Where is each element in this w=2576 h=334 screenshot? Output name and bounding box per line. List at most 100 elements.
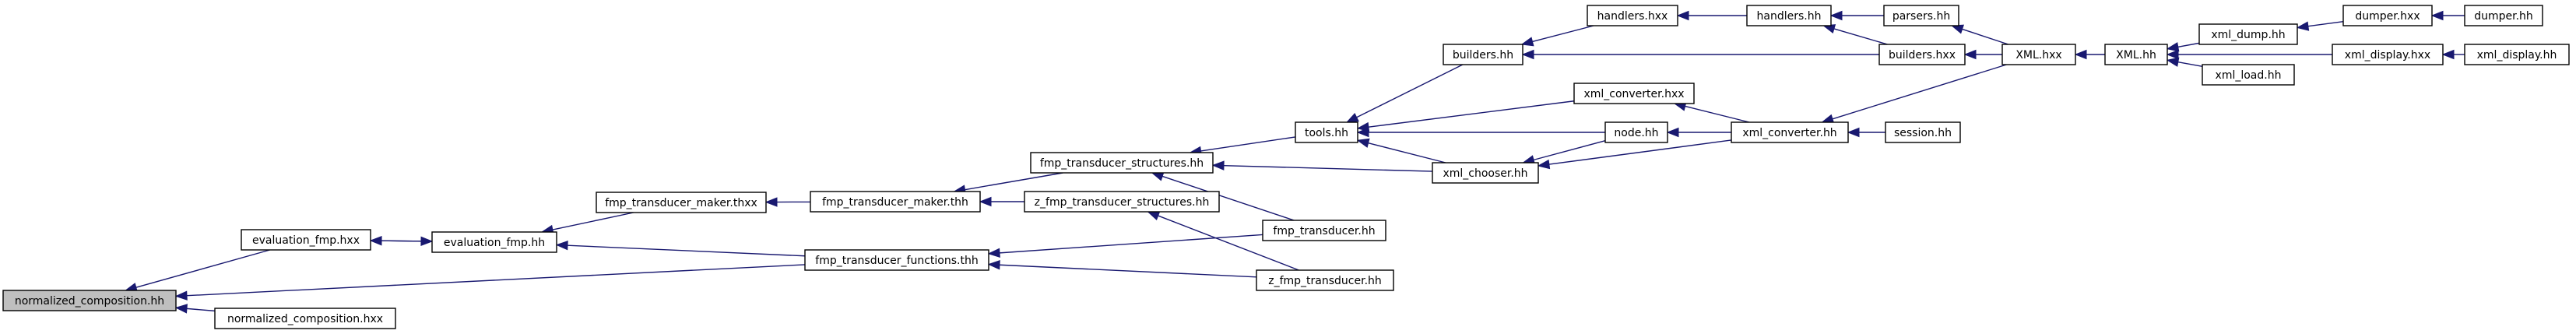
node-evaluation_fmp_hh[interactable]: evaluation_fmp.hh (431, 231, 557, 253)
edge-evaluation_fmp_hxx-to-normalized_composition_hh (135, 249, 270, 288)
edge-XML_hxx-to-parsers_hh (1962, 28, 2008, 45)
node-parsers_hh[interactable]: parsers.hh (1883, 5, 1959, 26)
node-xml_load_hh[interactable]: xml_load.hh (2202, 64, 2295, 86)
node-box[interactable] (2464, 44, 2570, 65)
edge-xml_chooser_hh-to-fmp_transducer_structures_hh (1223, 164, 1433, 172)
node-box[interactable] (2198, 23, 2298, 45)
node-xml_converter_hxx[interactable]: xml_converter.hxx (1573, 83, 1695, 104)
arrowhead-builders_hh-to-tools_hh (1345, 112, 1359, 123)
node-box[interactable] (1443, 44, 1523, 65)
node-normalized_composition_hh[interactable]: normalized_composition.hh (2, 290, 177, 311)
node-fmp_transducer_maker_thh[interactable]: fmp_transducer_maker.thh (810, 191, 981, 213)
arrowhead-xml_converter_hh-to-xml_chooser_hh (1537, 159, 1551, 170)
node-box[interactable] (1731, 121, 1849, 143)
node-box[interactable] (1878, 44, 1966, 65)
node-label: xml_dump.hh (2211, 29, 2285, 41)
node-label: evaluation_fmp.hxx (252, 234, 360, 247)
node-z_fmp_transducer[interactable]: z_fmp_transducer.hh (1256, 269, 1394, 291)
edge-XML_hxx-to-xml_converter_hh (1832, 64, 2007, 120)
node-builders_hxx[interactable]: builders.hxx (1878, 44, 1966, 65)
edge-node_hh-to-xml_chooser_hh (1533, 140, 1606, 161)
node-label: handlers.hh (1757, 10, 1822, 23)
node-XML_hxx[interactable]: XML.hxx (2001, 44, 2076, 65)
node-fmp_transducer_structures_hh[interactable]: fmp_transducer_structures.hh (1030, 152, 1214, 174)
arrowhead-handlers_hh-to-handlers_hxx (1676, 10, 1689, 21)
node-label: dumper.hh (2474, 10, 2533, 23)
node-box[interactable] (2, 290, 177, 311)
edge-handlers_hxx-to-builders_hh (1532, 25, 1594, 43)
node-box[interactable] (2464, 5, 2543, 26)
node-label: handlers.hxx (1597, 10, 1668, 23)
node-z_fmp_transducer_structures_hh[interactable]: z_fmp_transducer_structures.hh (1024, 191, 1220, 213)
node-tools_hh[interactable]: tools.hh (1295, 121, 1358, 143)
node-label: XML.hxx (2015, 49, 2061, 62)
node-box[interactable] (810, 191, 981, 213)
node-box[interactable] (1030, 152, 1214, 174)
node-box[interactable] (1746, 5, 1832, 26)
arrowhead-xml_chooser_hh-to-fmp_transducer_structures_hh (1211, 160, 1225, 171)
node-box[interactable] (1024, 191, 1220, 213)
node-label: dumper.hxx (2355, 10, 2420, 23)
node-label: fmp_transducer.hh (1273, 225, 1375, 237)
node-box[interactable] (1883, 5, 1959, 26)
node-label: XML.hh (2116, 49, 2156, 62)
node-dumper_hh[interactable]: dumper.hh (2464, 5, 2543, 26)
edge-builders_hh-to-tools_hh (1356, 64, 1464, 118)
node-xml_display_hxx[interactable]: xml_display.hxx (2332, 44, 2444, 65)
node-box[interactable] (1432, 162, 1539, 184)
node-box[interactable] (214, 308, 396, 329)
node-label: fmp_transducer_maker.thh (822, 196, 968, 209)
node-label: session.hh (1894, 127, 1952, 139)
edge-xml_converter_hh-to-xml_chooser_hh (1548, 139, 1732, 165)
node-box[interactable] (1885, 121, 1961, 143)
node-handlers_hh[interactable]: handlers.hh (1746, 5, 1832, 26)
node-box[interactable] (431, 231, 557, 253)
node-box[interactable] (1295, 121, 1358, 143)
edge-xml_dump_hh-to-XML_hh (2177, 42, 2200, 47)
node-label: xml_converter.hh (1742, 127, 1836, 139)
node-handlers_hxx[interactable]: handlers.hxx (1587, 5, 1678, 26)
edge-fmp_transducer-to-fmp_transducer_functions_thh (999, 234, 1263, 254)
node-xml_converter_hh[interactable]: xml_converter.hh (1731, 121, 1849, 143)
edge-xml_converter_hh-to-xml_converter_hxx (1685, 105, 1750, 123)
node-box[interactable] (1604, 121, 1668, 143)
node-box[interactable] (2202, 64, 2295, 86)
node-box[interactable] (2104, 44, 2168, 65)
arrowhead-fmp_transducer_functions_thh-to-normalized_composition_hh (174, 290, 188, 301)
node-node_hh[interactable]: node.hh (1604, 121, 1668, 143)
node-box[interactable] (1256, 269, 1394, 291)
arrowhead-z_fmp_transducer_structures_hh-to-fmp_transducer_maker_thh (979, 196, 992, 207)
node-label: evaluation_fmp.hh (444, 237, 545, 249)
node-fmp_transducer[interactable]: fmp_transducer.hh (1262, 220, 1386, 241)
node-xml_dump_hh[interactable]: xml_dump.hh (2198, 23, 2298, 45)
node-box[interactable] (1262, 220, 1386, 241)
node-box[interactable] (241, 229, 371, 251)
arrowhead-xml_dump_hh-to-XML_hh (2166, 42, 2180, 52)
node-XML_hh[interactable]: XML.hh (2104, 44, 2168, 65)
node-normalized_composition_hxx[interactable]: normalized_composition.hxx (214, 308, 396, 329)
node-label: z_fmp_transducer_structures.hh (1035, 196, 1210, 209)
arrowhead-dumper_hxx-to-xml_dump_hh (2296, 21, 2310, 31)
node-box[interactable] (2332, 44, 2444, 65)
node-label: fmp_transducer_maker.thxx (605, 197, 757, 209)
arrowhead-fmp_transducer_functions_thh-to-evaluation_fmp_hh (555, 240, 568, 251)
node-box[interactable] (1573, 83, 1695, 104)
node-box[interactable] (2001, 44, 2076, 65)
node-box[interactable] (1587, 5, 1678, 26)
node-xml_display_hh[interactable]: xml_display.hh (2464, 44, 2570, 65)
arrowhead-parsers_hh-to-handlers_hh (1829, 10, 1843, 21)
node-session_hh[interactable]: session.hh (1885, 121, 1961, 143)
node-fmp_transducer_functions_thh[interactable]: fmp_transducer_functions.thh (804, 249, 989, 271)
node-fmp_transducer_maker_thxx[interactable]: fmp_transducer_maker.thxx (596, 192, 767, 213)
node-box[interactable] (804, 249, 989, 271)
arrowhead-normalized_composition_hxx-to-normalized_composition_hh (174, 304, 188, 314)
edge-xml_load_hh-to-XML_hh (2177, 62, 2203, 68)
node-box[interactable] (2342, 5, 2433, 26)
node-evaluation_fmp_hxx[interactable]: evaluation_fmp.hxx (241, 229, 371, 251)
node-dumper_hxx[interactable]: dumper.hxx (2342, 5, 2433, 26)
node-label: parsers.hh (1892, 10, 1950, 23)
node-xml_chooser_hh[interactable]: xml_chooser.hh (1432, 162, 1539, 184)
node-builders_hh[interactable]: builders.hh (1443, 44, 1523, 65)
node-box[interactable] (596, 192, 767, 213)
